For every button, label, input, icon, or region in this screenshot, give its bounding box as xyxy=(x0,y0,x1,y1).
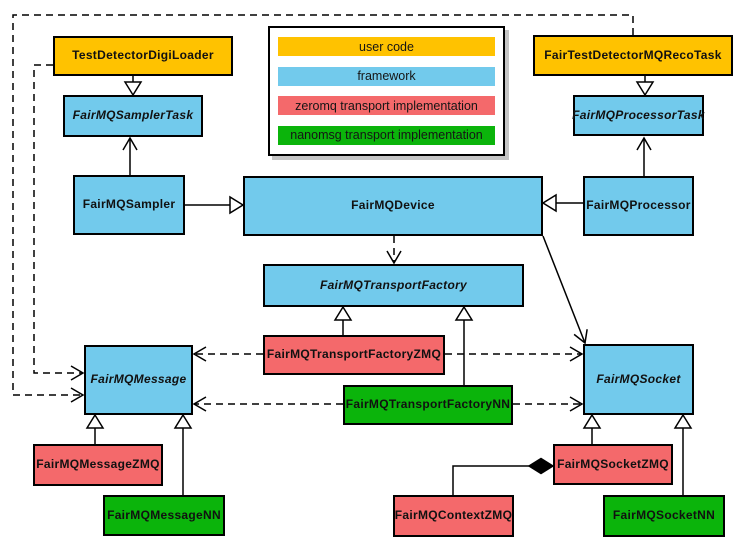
node-fairmqmessagenn: FairMQMessageNN xyxy=(103,495,225,536)
edge-dep-tfnn-message xyxy=(192,396,343,412)
triangle-arrowhead xyxy=(454,305,474,321)
legend-item-user_code: user code xyxy=(278,37,495,56)
legend-item-label: user code xyxy=(359,39,414,54)
node-label: FairMQSamplerTask xyxy=(72,108,194,123)
node-fairmqmessage: FairMQMessage xyxy=(84,345,193,415)
triangle-arrowhead xyxy=(229,195,245,215)
node-label: FairMQMessage xyxy=(90,372,187,387)
triangle-arrowhead xyxy=(582,413,602,429)
edge-dep-device-transportfactory xyxy=(386,236,402,265)
node-fairmqsampler: FairMQSampler xyxy=(73,175,185,235)
node-label: FairMQSampler xyxy=(82,197,176,212)
legend-item-zeromq: zeromq transport implementation xyxy=(278,96,495,116)
edge-dep-tfzmq-message xyxy=(192,346,263,362)
node-fairmqsocketzmq: FairMQSocketZMQ xyxy=(553,444,673,485)
chevron-arrowhead xyxy=(573,329,588,345)
node-label: FairMQTransportFactory xyxy=(319,277,468,292)
edge-inherit-tfnn-transportfactory xyxy=(454,305,474,385)
chevron-arrowhead xyxy=(386,250,402,265)
triangle-arrowhead xyxy=(673,413,693,429)
node-fairmqmessagezmq: FairMQMessageZMQ xyxy=(33,444,163,486)
edge-inherit-messagenn-message xyxy=(173,413,193,495)
edge-dep-digiloader-message xyxy=(33,64,85,381)
edge-assoc-device-socket xyxy=(542,235,588,345)
node-fairmqprocessortask: FairMQProcessorTask xyxy=(572,95,705,136)
edge-inherit-tfzmq-transportfactory xyxy=(333,305,353,335)
edge-dep-tfzmq-socket xyxy=(445,346,584,362)
node-fairmqtransportfactoryzmq: FairMQTransportFactoryZMQ xyxy=(263,335,445,375)
node-fairmqsocket: FairMQSocket xyxy=(583,344,694,415)
edge-inherit-processor-device xyxy=(541,193,583,213)
chevron-arrowhead xyxy=(192,346,207,362)
node-label: FairMQContextZMQ xyxy=(394,508,513,523)
node-fairtestdetectormqrecotask: FairTestDetectorMQRecoTask xyxy=(533,35,733,76)
legend-item-framework: framework xyxy=(278,66,495,86)
node-fairmqdevice: FairMQDevice xyxy=(243,176,543,236)
node-fairmqtransportfactory: FairMQTransportFactory xyxy=(263,264,524,307)
node-label: FairMQMessageNN xyxy=(107,507,221,522)
node-fairmqsocketnn: FairMQSocketNN xyxy=(603,495,725,537)
node-label: FairMQDevice xyxy=(351,198,435,213)
node-label: FairMQTransportFactoryNN xyxy=(345,397,511,412)
edge-assoc-processor-processortask xyxy=(636,136,652,176)
legend-item-label: zeromq transport implementation xyxy=(295,98,478,113)
legend-item-label: framework xyxy=(357,69,416,84)
edge-assoc-sampler-samplertask xyxy=(122,136,138,175)
node-label: FairMQSocket xyxy=(596,371,681,386)
node-fairmqtransportfactorynn: FairMQTransportFactoryNN xyxy=(343,385,513,425)
legend-item-nanomsg: nanomsg transport implementation xyxy=(278,125,495,145)
node-label: FairMQMessageZMQ xyxy=(36,457,160,472)
edge-comp-contextzmq-socketzmq xyxy=(452,457,555,495)
triangle-arrowhead xyxy=(173,413,193,429)
legend-item-label: nanomsg transport implementation xyxy=(290,128,483,143)
node-label: FairMQSocketZMQ xyxy=(557,456,669,471)
edge-inherit-recotask-processortask xyxy=(635,76,655,97)
edge-inherit-socketzmq-socket xyxy=(582,413,602,444)
edge-inherit-digiloader-samplertask xyxy=(123,76,143,97)
edge-inherit-sampler-device xyxy=(185,195,245,215)
node-label: FairMQProcessor xyxy=(586,198,691,213)
node-label: FairMQSocketNN xyxy=(612,508,716,523)
node-label: TestDetectorDigiLoader xyxy=(72,48,214,63)
edge-dep-tfnn-socket xyxy=(513,396,584,412)
chevron-arrowhead xyxy=(636,136,652,151)
node-label: FairMQTransportFactoryZMQ xyxy=(266,347,442,362)
chevron-arrowhead xyxy=(569,396,584,412)
triangle-arrowhead xyxy=(541,193,557,213)
triangle-arrowhead xyxy=(635,81,655,97)
node-testdetectordigiloader: TestDetectorDigiLoader xyxy=(53,36,233,76)
chevron-arrowhead xyxy=(569,346,584,362)
edge-dep-recotask-message xyxy=(12,14,634,403)
node-fairmqcontextzmq: FairMQContextZMQ xyxy=(393,495,514,537)
edge-inherit-messagezmq-message xyxy=(85,413,105,444)
triangle-arrowhead xyxy=(85,413,105,429)
chevron-arrowhead xyxy=(122,136,138,151)
chevron-arrowhead xyxy=(70,365,85,381)
node-fairmqsamplertask: FairMQSamplerTask xyxy=(63,95,203,137)
diamond-arrowhead xyxy=(527,457,555,475)
node-label: FairTestDetectorMQRecoTask xyxy=(544,47,722,62)
chevron-arrowhead xyxy=(70,387,85,403)
edge-inherit-socketnn-socket xyxy=(673,413,693,495)
legend: user code framework zeromq transport imple… xyxy=(268,26,505,156)
triangle-arrowhead xyxy=(123,81,143,97)
triangle-arrowhead xyxy=(333,305,353,321)
chevron-arrowhead xyxy=(192,396,207,412)
node-fairmqprocessor: FairMQProcessor xyxy=(583,176,694,236)
node-label: FairMQProcessorTask xyxy=(572,107,705,122)
